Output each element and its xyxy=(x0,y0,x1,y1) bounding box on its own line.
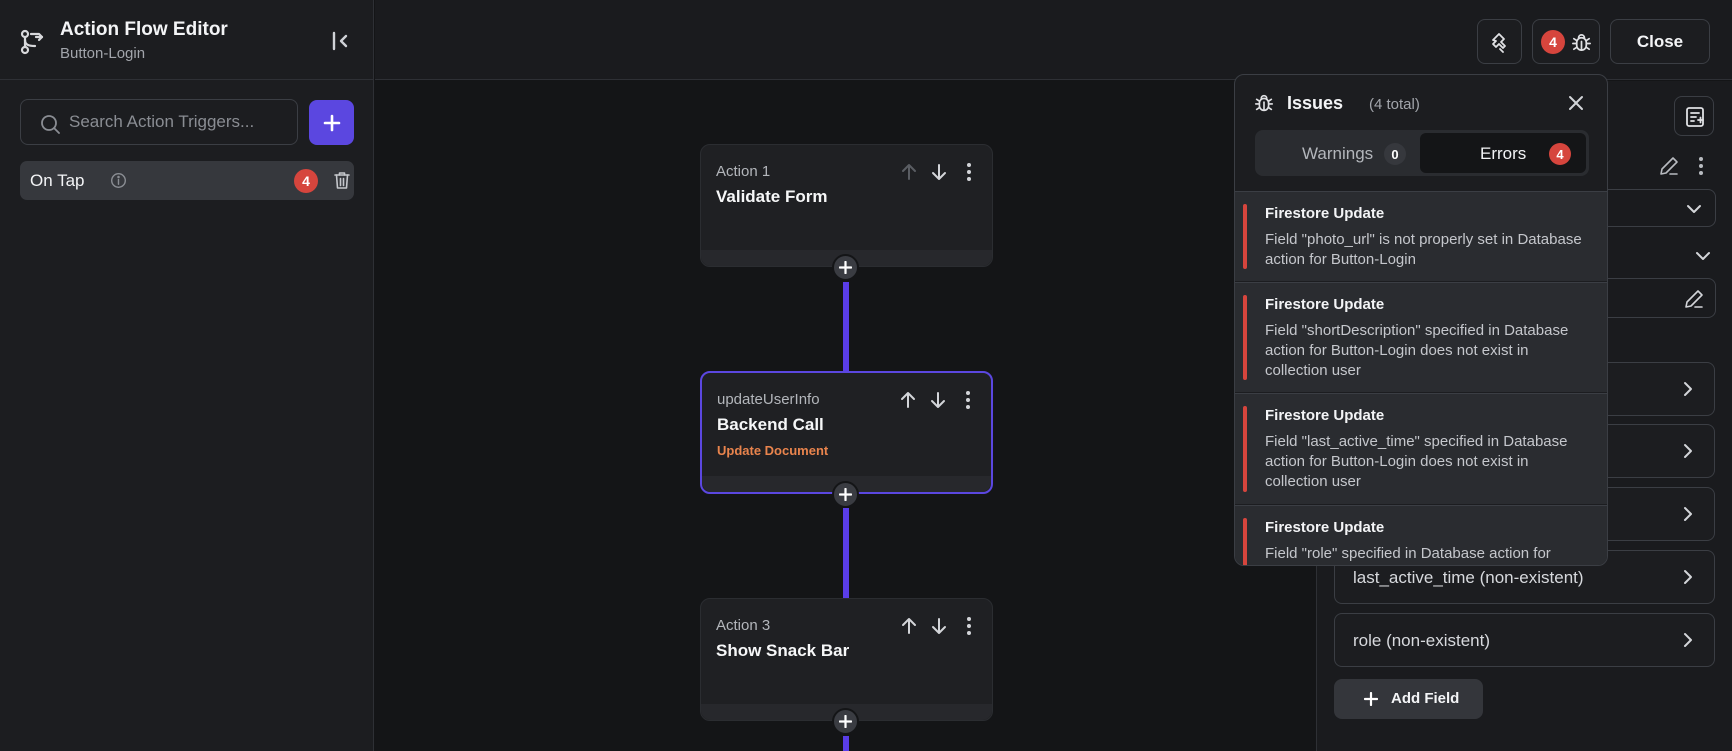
note-add-icon xyxy=(1686,107,1704,127)
tab-warnings[interactable]: Warnings 0 xyxy=(1258,133,1418,173)
action-card-backend-call[interactable]: updateUserInfo Backend Call Update Docum… xyxy=(700,371,993,494)
add-field-label: Add Field xyxy=(1391,690,1460,707)
plus-icon xyxy=(1364,692,1378,706)
chevron-right-icon xyxy=(1684,444,1692,458)
issue-item[interactable]: Firestore Update Field "shortDescription… xyxy=(1235,282,1607,392)
collapse-panel-icon[interactable] xyxy=(328,28,354,54)
close-icon[interactable] xyxy=(1565,92,1587,114)
bug-icon xyxy=(1570,31,1593,54)
arrow-down-icon[interactable] xyxy=(928,615,950,637)
tab-count-badge: 4 xyxy=(1549,143,1571,165)
more-vertical-icon[interactable] xyxy=(1690,155,1712,177)
arrow-up-icon[interactable] xyxy=(898,615,920,637)
issues-button[interactable]: 4 xyxy=(1532,19,1600,64)
card-toolbar xyxy=(897,389,979,411)
arrow-down-icon[interactable] xyxy=(928,161,950,183)
bug-icon xyxy=(1253,92,1275,114)
info-icon[interactable] xyxy=(110,172,127,189)
flow-branch-icon xyxy=(19,28,47,56)
issue-title: Firestore Update xyxy=(1265,205,1385,222)
action-card-show-snack-bar[interactable]: Action 3 Show Snack Bar xyxy=(700,598,993,721)
issue-item[interactable]: Firestore Update Field "role" specified … xyxy=(1235,505,1607,565)
issue-title: Firestore Update xyxy=(1265,519,1385,536)
more-vertical-icon[interactable] xyxy=(958,615,980,637)
more-vertical-icon[interactable] xyxy=(958,161,980,183)
error-indicator xyxy=(1243,406,1247,492)
issues-title: Issues xyxy=(1287,93,1344,113)
tab-label: Errors xyxy=(1480,144,1527,163)
action-subtitle: Update Document xyxy=(717,443,829,458)
search-input[interactable] xyxy=(69,100,289,144)
arrow-down-icon[interactable] xyxy=(927,389,949,411)
chevron-right-icon xyxy=(1684,507,1692,521)
chevron-right-icon xyxy=(1684,570,1692,584)
flow-connector xyxy=(843,736,849,751)
issues-total: (4 total) xyxy=(1369,96,1420,113)
chevron-down-icon[interactable] xyxy=(1692,245,1714,267)
trigger-issue-badge: 4 xyxy=(294,169,318,193)
pencil-icon[interactable] xyxy=(1658,155,1680,177)
card-toolbar xyxy=(898,615,980,637)
page-title: Action Flow Editor xyxy=(60,19,228,40)
add-action-button[interactable] xyxy=(832,708,859,735)
add-trigger-button[interactable] xyxy=(309,100,354,145)
more-vertical-icon[interactable] xyxy=(957,389,979,411)
arrow-up-icon[interactable] xyxy=(898,161,920,183)
chevron-right-icon xyxy=(1684,382,1692,396)
search-triggers xyxy=(20,99,298,145)
card-toolbar xyxy=(898,161,980,183)
add-field-button[interactable]: Add Field xyxy=(1334,679,1483,719)
field-label: last_active_time (non-existent) xyxy=(1353,568,1584,587)
search-icon xyxy=(39,113,61,135)
plugin-icon xyxy=(1492,33,1506,53)
trigger-sidebar: Action Flow Editor Button-Login On Tap 4 xyxy=(0,0,374,751)
arrow-up-icon[interactable] xyxy=(897,389,919,411)
issue-title: Firestore Update xyxy=(1265,296,1385,313)
field-label: role (non-existent) xyxy=(1353,631,1491,650)
trigger-item-on-tap[interactable]: On Tap 4 xyxy=(20,161,354,200)
field-row-role[interactable]: role (non-existent) xyxy=(1334,613,1715,667)
tab-label: Warnings xyxy=(1302,144,1374,163)
error-indicator xyxy=(1243,518,1247,565)
add-note-button[interactable] xyxy=(1674,96,1714,136)
action-label: updateUserInfo xyxy=(717,391,820,408)
issue-message: Field "photo_url" is not properly set in… xyxy=(1265,231,1582,268)
close-button[interactable]: Close xyxy=(1610,19,1710,64)
issue-message: Field "last_active_time" specified in Da… xyxy=(1265,433,1568,490)
action-label: Action 1 xyxy=(716,163,771,180)
issue-title: Firestore Update xyxy=(1265,407,1385,424)
action-title: Backend Call xyxy=(717,415,824,434)
issue-message: Field "role" specified in Database actio… xyxy=(1265,545,1551,562)
flow-connector xyxy=(843,282,849,372)
action-title: Validate Form xyxy=(716,187,828,206)
widget-name: Button-Login xyxy=(60,45,146,62)
top-toolbar: 4 Close xyxy=(375,0,1732,80)
issues-tabs: Warnings 0 Errors 4 xyxy=(1255,130,1589,176)
pencil-icon xyxy=(1685,290,1703,308)
plus-icon xyxy=(839,715,852,728)
error-indicator xyxy=(1243,204,1247,269)
action-label: Action 3 xyxy=(716,617,771,634)
plus-icon xyxy=(839,261,852,274)
trigger-label: On Tap xyxy=(30,171,85,190)
issue-item[interactable]: Firestore Update Field "photo_url" is no… xyxy=(1235,191,1607,281)
action-title: Show Snack Bar xyxy=(716,641,850,660)
add-action-button[interactable] xyxy=(832,254,859,281)
issues-count-badge: 4 xyxy=(1541,30,1565,54)
flow-connector xyxy=(843,508,849,600)
plugin-button[interactable] xyxy=(1477,19,1522,64)
tab-count-badge: 0 xyxy=(1384,143,1406,165)
issue-item[interactable]: Firestore Update Field "last_active_time… xyxy=(1235,393,1607,504)
chevron-down-icon xyxy=(1687,205,1701,213)
add-action-button[interactable] xyxy=(832,481,859,508)
plus-icon xyxy=(839,488,852,501)
action-card-validate-form[interactable]: Action 1 Validate Form xyxy=(700,144,993,267)
issues-popover: Issues (4 total) Warnings 0 Errors 4 Fir… xyxy=(1234,74,1608,566)
tab-errors[interactable]: Errors 4 xyxy=(1420,133,1586,173)
issue-message: Field "shortDescription" specified in Da… xyxy=(1265,322,1569,379)
sidebar-header: Action Flow Editor Button-Login xyxy=(0,0,374,80)
chevron-right-icon xyxy=(1684,633,1692,647)
error-indicator xyxy=(1243,295,1247,380)
trash-icon[interactable] xyxy=(333,171,351,190)
